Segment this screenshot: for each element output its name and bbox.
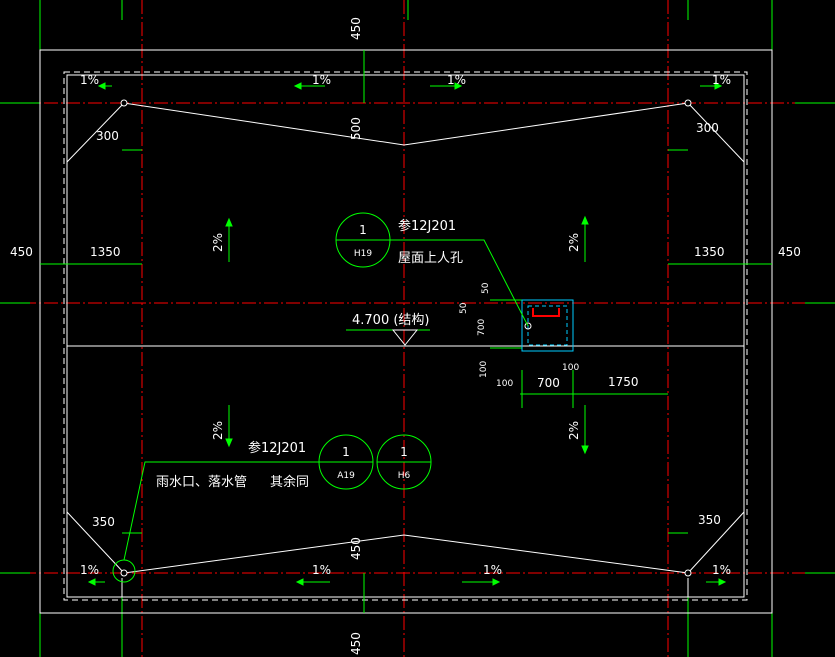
corner-line [687, 511, 745, 574]
roof-hatch [521, 299, 574, 352]
detail-number: 1 [400, 445, 408, 459]
dim-label: 450 [778, 245, 801, 259]
dim-label: 700 [477, 319, 487, 336]
dimension-labels: 450 450 450 450 1350 1350 500 300 300 35… [10, 17, 801, 655]
dim-label: 50 [459, 302, 469, 314]
slope-labels: 1% 1% 1% 1% 1% 1% 1% 1% 2% 2% 2% 2% [80, 73, 731, 577]
detail-number: 1 [359, 223, 367, 237]
slope-label: 1% [712, 73, 731, 87]
drain-point [120, 569, 128, 577]
slope-label: 1% [483, 563, 502, 577]
dim-label: 450 [349, 632, 363, 655]
drain-ref: 参12J201 [248, 440, 306, 456]
hatch-label: 屋面上人孔 [398, 251, 463, 266]
dim-label: 50 [481, 282, 491, 294]
slope-label: 2% [211, 421, 225, 440]
elevation-marker: 4.700 (结构) [346, 313, 430, 346]
dim-label: 100 [479, 361, 489, 378]
building-outline [39, 49, 773, 614]
detail-sheet: H6 [398, 471, 411, 481]
dim-label: 500 [349, 117, 363, 140]
dim-label: 450 [10, 245, 33, 259]
dim-label: 1350 [90, 245, 121, 259]
hatch-outer [521, 299, 574, 352]
slope-label: 1% [80, 73, 99, 87]
dimension-lines [40, 50, 772, 613]
dim-label: 450 [349, 17, 363, 40]
corner-line [66, 511, 125, 574]
dim-label: 1750 [608, 375, 639, 389]
elevation-label: 4.700 (结构) [352, 313, 430, 328]
dim-label: 1350 [694, 245, 725, 259]
slope-label: 1% [80, 563, 99, 577]
slope-label: 1% [312, 563, 331, 577]
slope-label: 1% [712, 563, 731, 577]
leader-line [123, 461, 328, 561]
slope-label: 1% [312, 73, 331, 87]
inner-edge [66, 74, 745, 598]
detail-number: 1 [342, 445, 350, 459]
drains [120, 99, 692, 577]
detail-sheet: A19 [337, 471, 355, 481]
dim-label: 300 [696, 121, 719, 135]
hatch-point [524, 322, 532, 330]
dim-label: 300 [96, 129, 119, 143]
drain-label: 雨水口、落水管 [156, 475, 247, 490]
drain-point [684, 99, 692, 107]
slope-label: 2% [567, 233, 581, 252]
slope-label: 2% [567, 421, 581, 440]
drain-callout: 1 A19 1 H6 参12J201 雨水口、落水管 其余同 [123, 434, 432, 561]
dim-label: 450 [349, 537, 363, 560]
drain-point [684, 569, 692, 577]
parapet-dashed [63, 71, 748, 601]
dim-label: 700 [537, 376, 560, 390]
dim-label: 100 [562, 363, 579, 373]
detail-sheet: H19 [354, 249, 372, 259]
drain-note: 其余同 [270, 474, 309, 490]
hatch-callout: 1 H19 参12J201 屋面上人孔 [335, 212, 529, 327]
corner-line [687, 102, 745, 163]
slope-arrows [87, 82, 727, 586]
drain-point [120, 99, 128, 107]
dim-label: 100 [496, 379, 513, 389]
hatch-opening-icon [532, 308, 560, 317]
outer-wall [39, 49, 773, 614]
valley-line-bottom [123, 534, 689, 574]
slope-label: 1% [447, 73, 466, 87]
elevation-triangle [391, 329, 419, 346]
dim-label: 350 [698, 513, 721, 527]
corner-line [66, 102, 125, 163]
leader-line [390, 239, 529, 327]
slope-label: 2% [211, 233, 225, 252]
valley-line-top [123, 102, 689, 146]
dim-label: 350 [92, 515, 115, 529]
hatch-ref: 参12J201 [398, 218, 456, 234]
